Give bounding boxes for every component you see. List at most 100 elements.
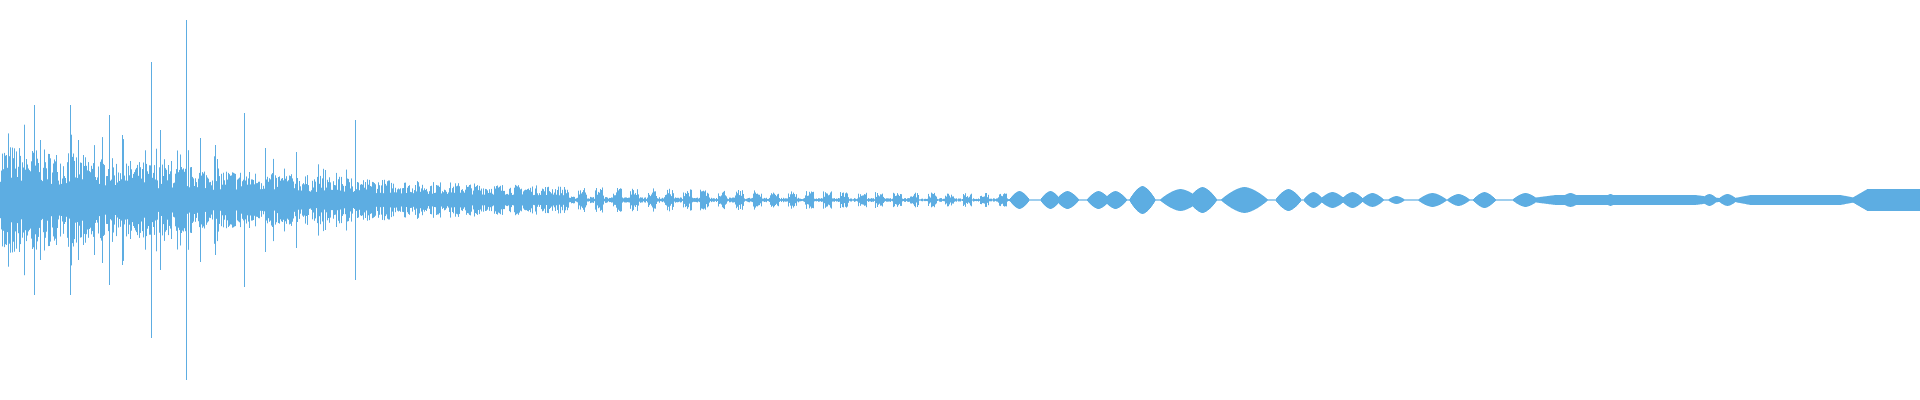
waveform-sample: [1820, 195, 1821, 205]
waveform-sample: [1082, 199, 1083, 201]
waveform-sample: [279, 176, 280, 224]
waveform-sample: [735, 195, 736, 205]
waveform-sample: [1618, 195, 1619, 205]
waveform-sample: [255, 173, 256, 227]
waveform-sample: [629, 197, 630, 203]
waveform-sample: [771, 193, 772, 207]
waveform-sample: [1094, 192, 1095, 208]
waveform-sample: [480, 190, 481, 210]
waveform-sample: [1306, 196, 1307, 204]
waveform-sample: [411, 192, 412, 208]
waveform-sample: [115, 185, 116, 215]
waveform-sample: [23, 167, 24, 233]
waveform-sample: [73, 153, 74, 247]
waveform-sample: [1424, 195, 1425, 205]
waveform-sample: [502, 185, 503, 215]
waveform-sample: [1511, 199, 1512, 201]
waveform-sample: [1175, 190, 1176, 210]
waveform-sample: [1097, 191, 1098, 209]
waveform-sample: [1819, 195, 1820, 205]
waveform-sample: [1164, 196, 1165, 204]
waveform-sample: [1545, 196, 1546, 204]
waveform-sample: [1386, 199, 1387, 201]
waveform-sample: [102, 137, 103, 263]
waveform-sample: [1222, 198, 1223, 202]
waveform-sample: [960, 198, 961, 202]
waveform-sample: [306, 184, 307, 216]
waveform-sample: [333, 181, 334, 219]
waveform-sample: [70, 105, 71, 295]
waveform-sample: [1128, 199, 1129, 201]
waveform-sample: [649, 194, 650, 206]
waveform-sample: [1728, 194, 1729, 206]
waveform-sample: [983, 196, 984, 204]
waveform-sample: [1480, 193, 1481, 207]
waveform-sample: [199, 172, 200, 228]
waveform-sample: [529, 190, 530, 210]
waveform-sample: [538, 195, 539, 205]
waveform-sample: [1355, 192, 1356, 208]
waveform-sample: [403, 188, 404, 213]
waveform-sample: [368, 184, 369, 216]
waveform-sample: [388, 180, 389, 220]
waveform-sample: [599, 192, 600, 208]
waveform-sample: [962, 199, 963, 201]
waveform-sample: [948, 193, 949, 207]
waveform-sample: [315, 181, 316, 219]
waveform-sample: [1574, 194, 1575, 206]
waveform-sample: [1382, 198, 1383, 202]
waveform-sample: [1380, 196, 1381, 204]
waveform-sample: [1702, 195, 1703, 205]
waveform-sample: [883, 196, 884, 203]
waveform-sample: [1609, 194, 1610, 206]
waveform-sample: [1887, 189, 1888, 211]
waveform-sample: [1843, 195, 1844, 205]
waveform-sample: [28, 168, 29, 232]
waveform-sample: [1533, 196, 1534, 204]
waveform-sample: [594, 198, 595, 202]
waveform-sample: [354, 191, 355, 209]
waveform-sample: [551, 193, 552, 207]
waveform-sample: [1913, 189, 1914, 211]
waveform-sample: [837, 198, 838, 202]
waveform-sample: [212, 180, 213, 220]
waveform-sample: [703, 190, 704, 210]
waveform-sample: [463, 191, 464, 209]
waveform-sample: [126, 163, 127, 237]
waveform-sample: [894, 193, 895, 207]
waveform-sample: [1571, 193, 1572, 207]
waveform-sample: [807, 195, 808, 205]
waveform-sample: [1109, 194, 1110, 207]
waveform-sample: [936, 196, 937, 204]
waveform-sample: [916, 197, 917, 203]
waveform-sample: [1072, 193, 1073, 207]
waveform-sample: [506, 194, 507, 206]
waveform-sample: [1896, 189, 1897, 211]
waveform-sample: [1319, 195, 1320, 205]
waveform-sample: [626, 197, 627, 203]
waveform-sample: [104, 165, 105, 235]
waveform-sample: [1736, 197, 1737, 203]
waveform-sample: [725, 195, 726, 205]
waveform-sample: [577, 197, 578, 203]
waveform-sample: [1339, 194, 1340, 206]
waveform-sample: [677, 197, 678, 203]
waveform-sample: [642, 197, 643, 203]
waveform-sample: [1101, 192, 1102, 208]
waveform-sample: [1754, 195, 1755, 205]
waveform-sample: [589, 198, 590, 202]
waveform-sample: [1491, 195, 1492, 205]
waveform-sample: [693, 198, 694, 202]
waveform-sample: [1510, 199, 1511, 201]
waveform-sample: [1746, 195, 1747, 205]
waveform-sample: [1438, 194, 1439, 206]
waveform-sample: [1388, 199, 1389, 201]
waveform-sample: [373, 182, 374, 218]
waveform-sample: [219, 176, 220, 224]
waveform-sample: [161, 183, 162, 216]
waveform-sample: [1580, 195, 1581, 205]
waveform-sample: [304, 184, 305, 216]
waveform-sample: [1073, 194, 1074, 207]
waveform-sample: [1845, 195, 1846, 204]
